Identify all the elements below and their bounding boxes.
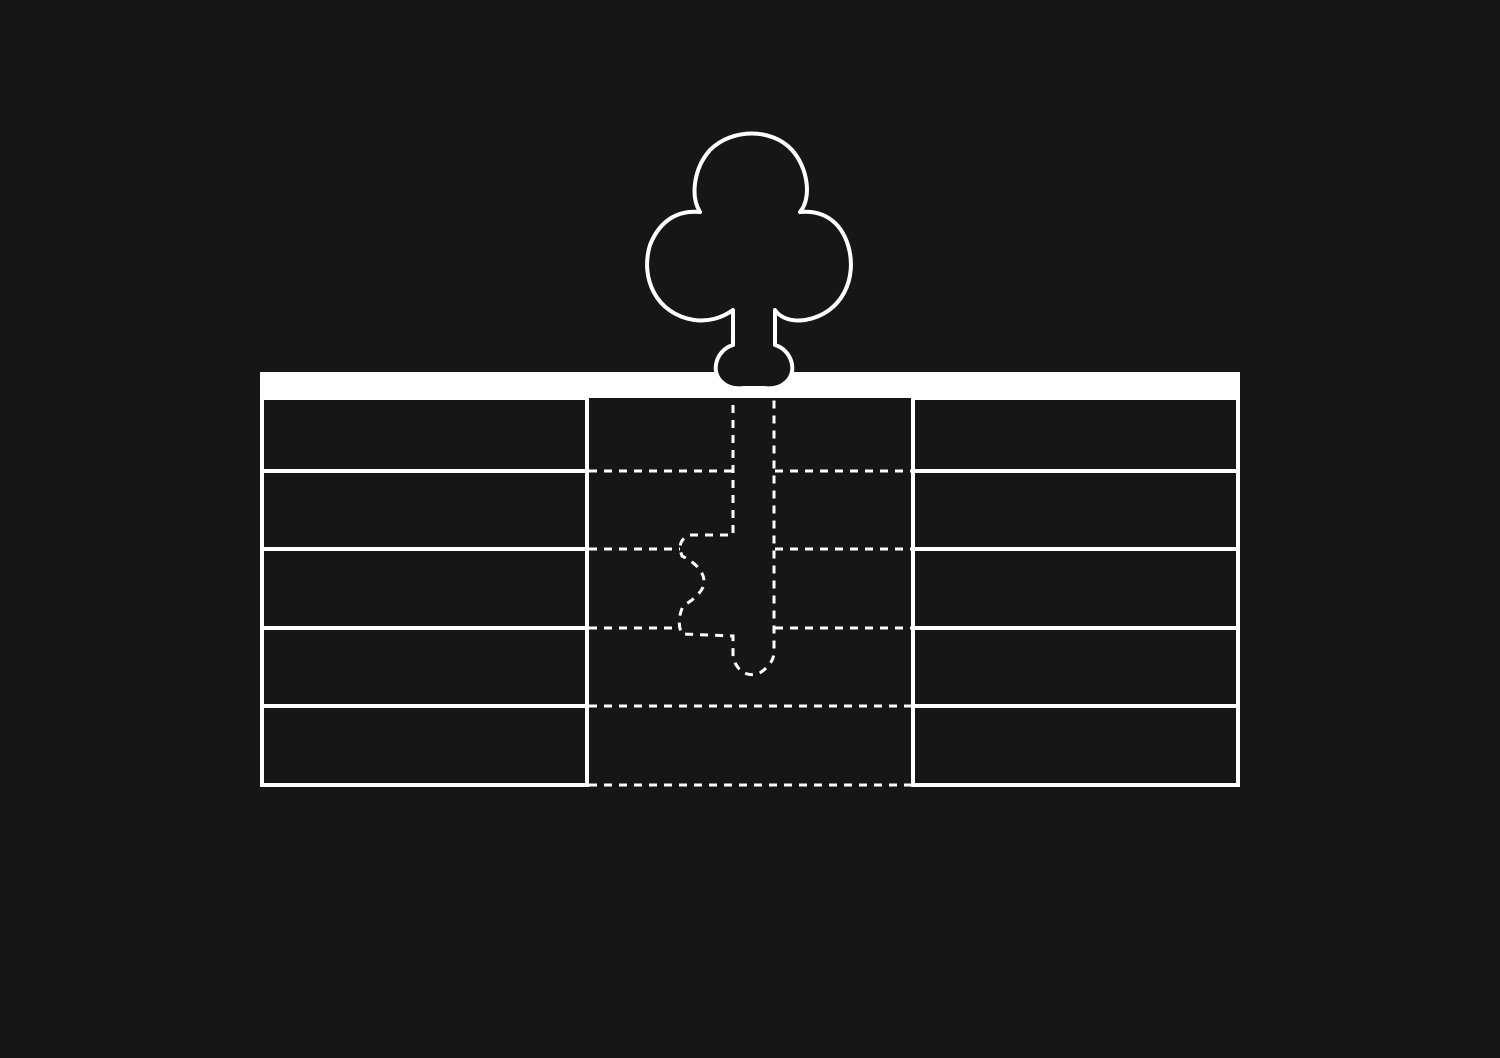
table-cell bbox=[260, 704, 589, 787]
key-bow bbox=[645, 131, 853, 391]
key-shaft-hidden bbox=[677, 390, 776, 677]
table-column-left bbox=[260, 396, 589, 787]
table-cell bbox=[911, 704, 1240, 787]
table-column-hidden bbox=[589, 469, 911, 787]
key-icon bbox=[645, 131, 853, 677]
table-column-right bbox=[911, 396, 1240, 787]
